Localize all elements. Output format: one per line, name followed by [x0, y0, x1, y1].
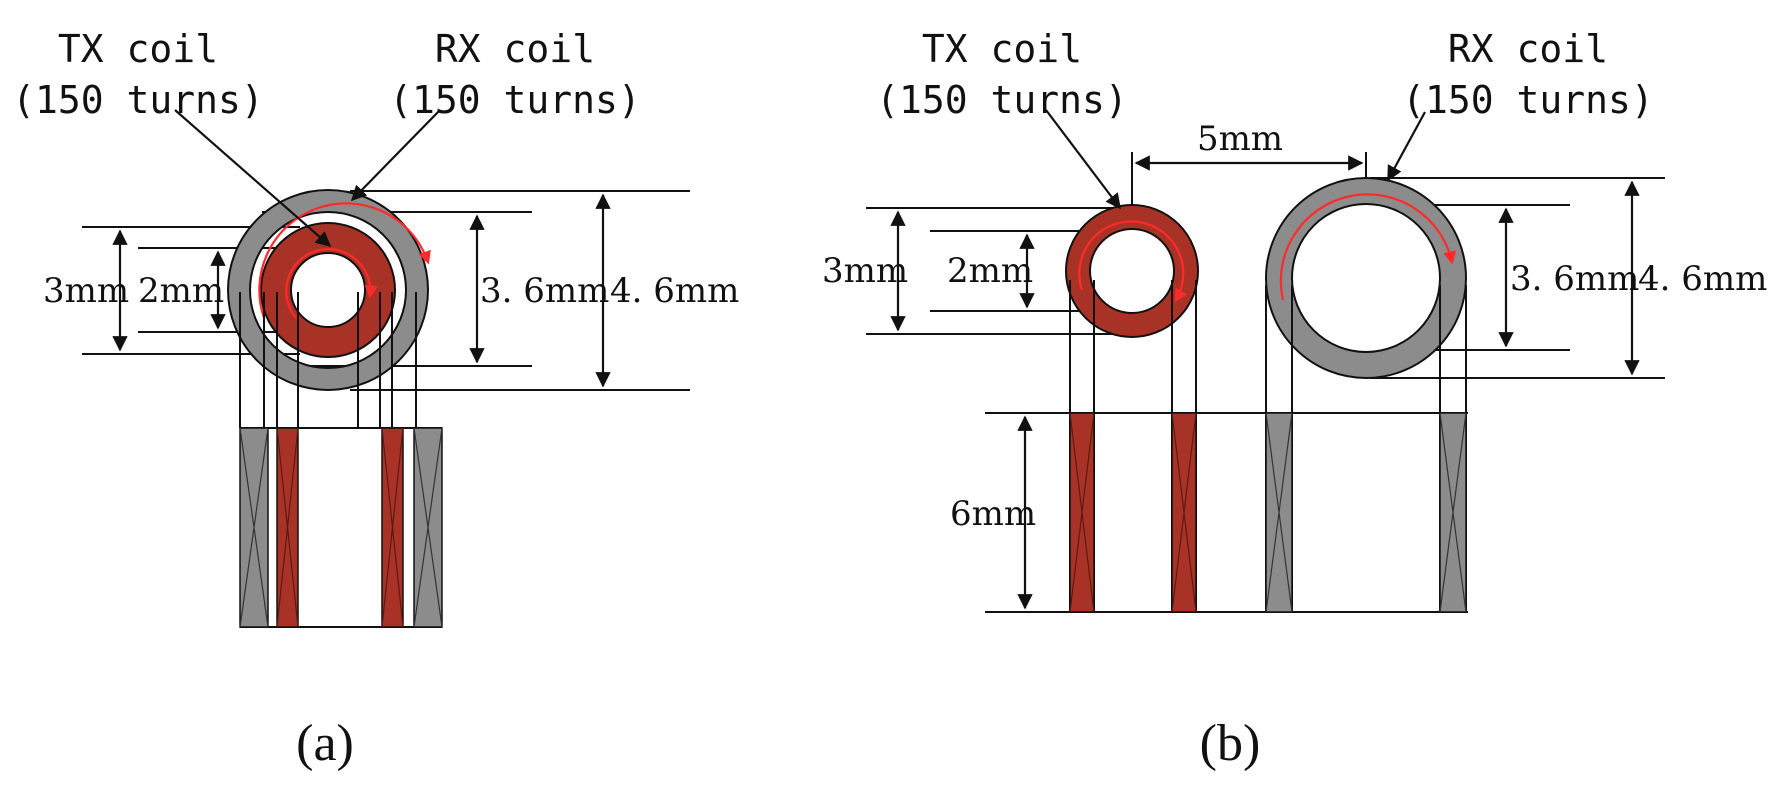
rx-label-line1-a: RX coil: [435, 27, 595, 71]
current-arrow-tx-b: [1078, 220, 1188, 303]
dim-label-tx-inner-b: 2mm: [947, 251, 1033, 291]
panel-a: TX coil (150 turns) RX coil (150 turns) …: [12, 27, 739, 772]
rx-coil-ring-a: [228, 190, 428, 390]
rx-winding-right-a: [413, 427, 443, 628]
panel-b: TX coil (150 turns) RX coil (150 turns) …: [822, 27, 1767, 772]
rx-label-line1-b: RX coil: [1448, 27, 1608, 71]
dim-label-rx-outer-b: 4. 6mm: [1638, 259, 1767, 299]
rx-winding-right-b: [1439, 412, 1467, 613]
caption-a: (a): [296, 715, 354, 772]
pointer-rx-b: [1387, 111, 1426, 182]
rx-winding-left-b: [1265, 412, 1293, 613]
tx-label-line2-a: (150 turns): [12, 78, 264, 122]
dim-label-rx-inner-a: 3. 6mm: [480, 271, 609, 311]
pointer-tx-a: [174, 109, 332, 248]
dim-label-spacing-b: 5mm: [1197, 119, 1283, 159]
current-arrow-tx-a: [285, 248, 378, 319]
tx-label-line1-a: TX coil: [58, 27, 218, 71]
current-arrow-rx-b: [1279, 193, 1457, 301]
rx-label-line2-b: (150 turns): [1402, 78, 1654, 122]
dim-label-tx-inner-a: 2mm: [138, 271, 224, 311]
tx-winding-left-b: [1069, 412, 1095, 613]
dim-label-height-b: 6mm: [950, 494, 1036, 534]
rx-coil-ring-b: [1266, 178, 1466, 378]
caption-b: (b): [1200, 715, 1261, 772]
tx-winding-right-a: [381, 427, 404, 628]
dim-label-tx-outer-a: 3mm: [43, 271, 129, 311]
rx-label-line2-a: (150 turns): [389, 78, 641, 122]
tx-winding-right-b: [1171, 412, 1197, 613]
tx-coil-ring-b: [1066, 205, 1198, 337]
tx-label-line2-b: (150 turns): [876, 78, 1128, 122]
tx-label-line1-b: TX coil: [922, 27, 1082, 71]
dim-label-rx-inner-b: 3. 6mm: [1510, 259, 1639, 299]
current-arrow-rx-a: [258, 202, 431, 319]
dim-label-tx-outer-b: 3mm: [822, 251, 908, 291]
rx-winding-left-a: [239, 427, 269, 628]
tx-winding-left-a: [276, 427, 299, 628]
pointer-rx-a: [350, 109, 441, 202]
pointer-tx-b: [1045, 109, 1121, 210]
dim-label-rx-outer-a: 4. 6mm: [610, 271, 739, 311]
